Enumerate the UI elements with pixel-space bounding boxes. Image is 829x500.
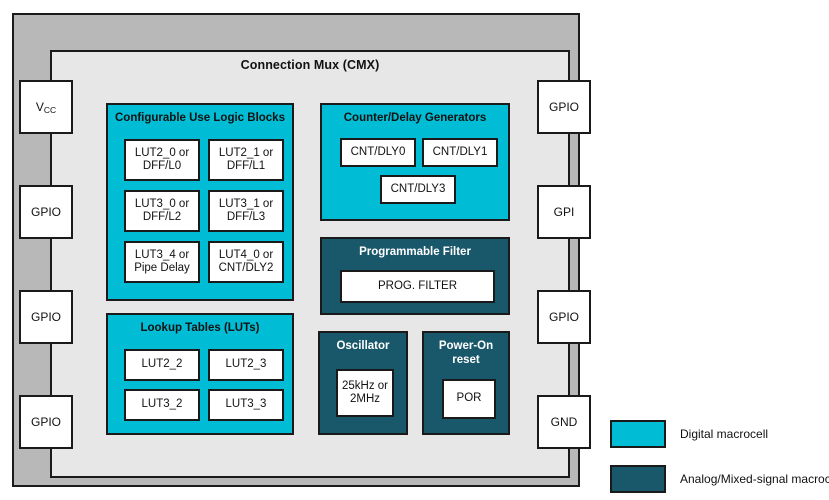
pin-right-gnd-3[interactable]: GND — [537, 395, 591, 449]
legend-swatch-digital — [610, 420, 666, 448]
cell-oscillator-0[interactable]: 25kHz or 2MHz — [336, 369, 394, 417]
cell-lookup-tables-1[interactable]: LUT2_3 — [208, 349, 284, 381]
cell-configurable-use-logic-blocks-0[interactable]: LUT2_0 or DFF/L0 — [124, 139, 200, 181]
connection-mux-title: Connection Mux (CMX) — [240, 58, 380, 72]
pin-right-gpio-0[interactable]: GPIO — [537, 80, 591, 134]
cell-counter-delay-generators-2[interactable]: CNT/DLY3 — [380, 175, 456, 204]
legend-label-digital: Digital macrocell — [680, 427, 769, 441]
pin-label: GND — [550, 415, 578, 429]
pin-label: V — [35, 100, 44, 114]
pin-label: GPIO — [30, 310, 61, 324]
cell-lookup-tables-3[interactable]: LUT3_3 — [208, 389, 284, 421]
pin-label: GPIO — [30, 205, 61, 219]
pin-label-subscript: CC — [43, 105, 57, 115]
block-title-oscillator: Oscillator — [336, 340, 390, 352]
block-title-lookup-tables: Lookup Tables (LUTs) — [140, 322, 260, 334]
pin-label: GPIO — [548, 310, 579, 324]
cell-lookup-tables-0[interactable]: LUT2_2 — [124, 349, 200, 381]
cell-configurable-use-logic-blocks-5[interactable]: LUT4_0 or CNT/DLY2 — [208, 241, 284, 283]
block-oscillator[interactable]: Oscillator 25kHz or 2MHz — [318, 331, 408, 435]
block-title-configurable-use-logic-blocks: Configurable Use Logic Blocks — [115, 112, 285, 124]
legend-item-digital: Digital macrocell — [610, 420, 768, 448]
cell-configurable-use-logic-blocks-3[interactable]: LUT3_1 or DFF/L3 — [208, 190, 284, 232]
pin-left-gpio-1[interactable]: GPIO — [19, 185, 73, 239]
cell-lookup-tables-2[interactable]: LUT3_2 — [124, 389, 200, 421]
pin-right-gpio-2[interactable]: GPIO — [537, 290, 591, 344]
cell-power-on-reset-0[interactable]: POR — [442, 379, 496, 419]
legend-label-analog: Analog/Mixed-signal macrocell — [680, 472, 829, 486]
cell-configurable-use-logic-blocks-1[interactable]: LUT2_1 or DFF/L1 — [208, 139, 284, 181]
cell-configurable-use-logic-blocks-4[interactable]: LUT3_4 or Pipe Delay — [124, 241, 200, 283]
cell-counter-delay-generators-0[interactable]: CNT/DLY0 — [340, 138, 416, 167]
block-title-power-on-reset: Power-On reset — [438, 340, 494, 366]
block-title-programmable-filter: Programmable Filter — [359, 246, 471, 258]
pin-left-gpio-3[interactable]: GPIO — [19, 395, 73, 449]
cell-counter-delay-generators-1[interactable]: CNT/DLY1 — [422, 138, 498, 167]
pin-label: GPI — [553, 205, 575, 219]
pin-label: GPIO — [30, 415, 61, 429]
pin-label: GPIO — [548, 100, 579, 114]
pin-right-gpi-1[interactable]: GPI — [537, 185, 591, 239]
block-title-counter-delay-generators: Counter/Delay Generators — [343, 112, 487, 124]
legend-swatch-analog — [610, 465, 666, 493]
pin-left-gpio-2[interactable]: GPIO — [19, 290, 73, 344]
legend-item-analog: Analog/Mixed-signal macrocell — [610, 465, 829, 493]
cell-configurable-use-logic-blocks-2[interactable]: LUT3_0 or DFF/L2 — [124, 190, 200, 232]
cell-programmable-filter-0[interactable]: PROG. FILTER — [340, 270, 495, 303]
